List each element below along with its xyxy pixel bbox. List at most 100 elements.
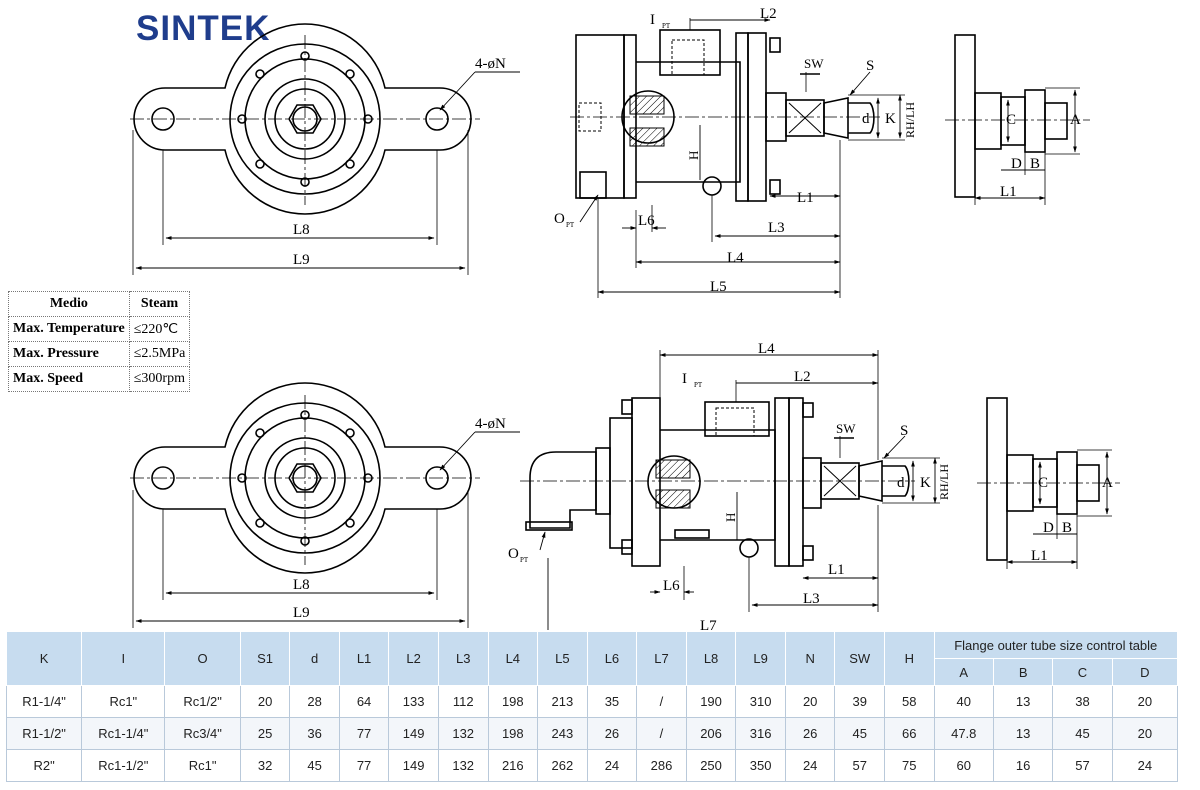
- table-cell: Rc1-1/4": [81, 717, 166, 750]
- dim-l1-flange-bottom: L1: [1031, 548, 1048, 564]
- label-dd-bottom: D: [1043, 520, 1054, 536]
- label-s-top: S: [866, 58, 874, 74]
- holes-label-bottom: 4-øN: [475, 416, 506, 432]
- col-header: SW: [834, 631, 886, 686]
- label-outlet-pt-bottom: PT: [520, 556, 529, 564]
- col-header: L5: [537, 631, 588, 686]
- dim-l9-bottom: L9: [293, 605, 310, 621]
- col-header: d: [289, 631, 340, 686]
- flange-view-top: [945, 34, 1090, 205]
- col-header: D: [1111, 658, 1179, 686]
- spec-header-steam: Steam: [128, 291, 191, 317]
- spec-row: Max. Pressure ≤2.5MPa: [8, 341, 191, 367]
- label-outlet-bottom: O: [508, 546, 519, 562]
- table-cell: 75: [884, 749, 935, 782]
- table-cell: 58: [884, 685, 935, 718]
- col-header: L6: [586, 631, 638, 686]
- table-cell: /: [636, 685, 687, 718]
- table-cell: 28: [289, 685, 340, 718]
- table-cell: 35: [586, 685, 638, 718]
- spec-table: Medio Steam Max. Temperature ≤220℃ Max. …: [8, 291, 191, 392]
- spec-header-medio: Medio: [8, 291, 130, 317]
- dim-l4-top: L4: [727, 250, 744, 266]
- table-cell: 132: [437, 717, 489, 750]
- front-view-top: [130, 23, 520, 275]
- table-cell: 13: [992, 685, 1054, 718]
- table-cell: 149: [388, 749, 439, 782]
- label-inlet-pt-top: PT: [662, 22, 671, 30]
- table-cell: 57: [834, 749, 886, 782]
- col-header: L7: [636, 631, 687, 686]
- flange-group-header: Flange outer tube size control table: [933, 631, 1178, 659]
- side-view-bottom: [520, 350, 940, 630]
- table-cell: 286: [636, 749, 687, 782]
- dimension-table: K I O S1 d L1 L2 L3 L4 L5 L6 L7 L8 L9 N …: [5, 631, 1179, 782]
- col-header: B: [992, 658, 1054, 686]
- table-cell: 26: [784, 717, 836, 750]
- label-sw-bottom: SW: [836, 421, 856, 436]
- dim-l8-bottom: L8: [293, 577, 310, 593]
- dim-l1-top: L1: [797, 190, 814, 206]
- table-cell: 149: [388, 717, 439, 750]
- col-header: L4: [487, 631, 539, 686]
- table-cell: 133: [388, 685, 439, 718]
- dimension-subheader-row: A B C D: [7, 658, 1179, 686]
- spec-label: Max. Temperature: [8, 316, 130, 342]
- col-header: A: [933, 658, 994, 686]
- table-cell: 36: [289, 717, 340, 750]
- table-cell: 38: [1052, 685, 1113, 718]
- brand-logo: SINTEK: [136, 9, 270, 48]
- table-cell: 250: [685, 749, 737, 782]
- table-cell: Rc1": [164, 749, 241, 782]
- table-cell: 32: [239, 749, 291, 782]
- dim-l6-top: L6: [638, 213, 655, 229]
- table-cell: 45: [1052, 717, 1113, 750]
- table-cell: 77: [338, 717, 390, 750]
- label-b-top: B: [1030, 156, 1040, 172]
- table-cell: 13: [992, 717, 1054, 750]
- col-header: L9: [735, 631, 786, 686]
- col-header: L8: [685, 631, 737, 686]
- table-cell: 40: [933, 685, 994, 718]
- table-cell: 25: [239, 717, 291, 750]
- table-cell: 112: [437, 685, 489, 718]
- holes-label-top: 4-øN: [475, 56, 506, 72]
- table-cell: 213: [537, 685, 588, 718]
- table-cell: 132: [437, 749, 489, 782]
- label-sw-top: SW: [804, 56, 824, 71]
- table-cell: 60: [933, 749, 994, 782]
- col-header: L3: [437, 631, 489, 686]
- flange-view-bottom: [977, 397, 1120, 569]
- spec-label: Max. Pressure: [8, 341, 130, 367]
- label-inlet-top: I: [650, 12, 655, 28]
- table-cell: 16: [992, 749, 1054, 782]
- table-cell: R1-1/4": [5, 685, 83, 718]
- label-inlet-bottom: I: [682, 371, 687, 387]
- col-header: K: [5, 631, 83, 686]
- dim-l8-top: L8: [293, 222, 310, 238]
- label-s-bottom: S: [900, 423, 908, 439]
- dim-l7-bottom: L7: [700, 618, 717, 630]
- spec-label: Max. Speed: [8, 366, 130, 392]
- table-cell: 20: [784, 685, 836, 718]
- table-cell: 190: [685, 685, 737, 718]
- table-cell: 39: [834, 685, 886, 718]
- table-cell: R1-1/2": [5, 717, 83, 750]
- label-rhlh-bottom: RH/LH: [937, 464, 951, 500]
- dim-l1-flange-top: L1: [1000, 184, 1017, 200]
- dim-l3-bottom: L3: [803, 591, 820, 607]
- label-h-bottom: H: [723, 513, 738, 522]
- dimension-header-row: K I O S1 d L1 L2 L3 L4 L5 L6 L7 L8 L9 N …: [5, 631, 1178, 686]
- dim-l2-bottom: L2: [794, 369, 811, 385]
- col-header: I: [81, 631, 166, 686]
- table-cell: 262: [537, 749, 588, 782]
- label-c-bottom: C: [1038, 475, 1048, 491]
- table-cell: Rc3/4": [164, 717, 241, 750]
- dim-l3-top: L3: [768, 220, 785, 236]
- col-header: H: [884, 631, 935, 686]
- label-h-top: H: [686, 151, 701, 160]
- dim-l9-top: L9: [293, 252, 310, 268]
- table-cell: 316: [735, 717, 786, 750]
- table-cell: /: [636, 717, 687, 750]
